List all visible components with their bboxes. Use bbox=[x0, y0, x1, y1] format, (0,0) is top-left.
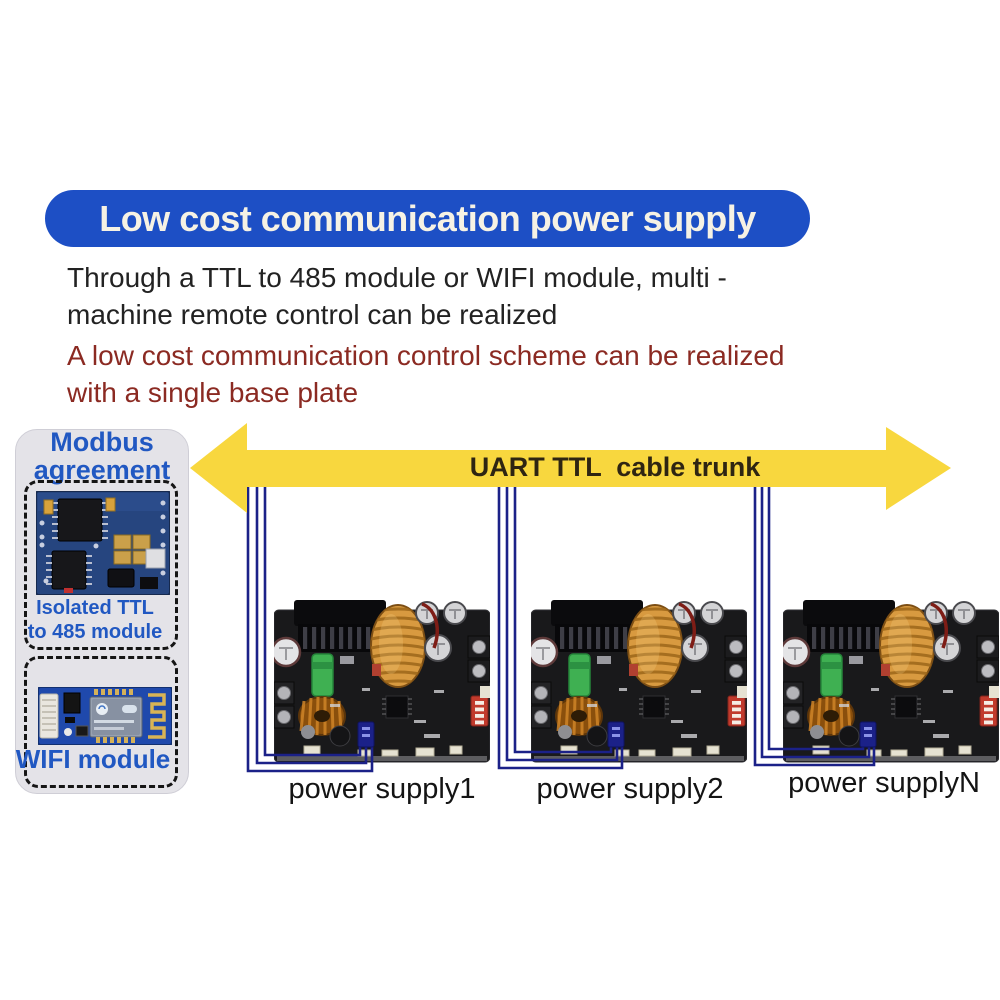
modbus-title-line-1: Modbus bbox=[50, 427, 154, 457]
modbus-title-line-2: agreement bbox=[33, 455, 171, 485]
modbus-panel: Modbus agreement bbox=[15, 428, 189, 794]
power-supply-1-label: power supply1 bbox=[288, 773, 476, 805]
wifi-module-image bbox=[38, 687, 172, 745]
intro-line-2: machine remote control can be realized bbox=[67, 299, 558, 330]
ttl485-module-image bbox=[36, 491, 170, 595]
uart-trunk-label: UART TTL cable trunk bbox=[469, 452, 761, 482]
power-supply-board-1 bbox=[274, 600, 490, 768]
ttl485-caption-line-1: Isolated TTL bbox=[36, 597, 154, 619]
intro-paragraph: Through a TTL to 485 module or WIFI modu… bbox=[67, 259, 887, 333]
wifi-module-frame bbox=[24, 656, 178, 788]
highlight-paragraph: A low cost communication control scheme … bbox=[67, 337, 887, 411]
title-banner: Low cost communication power supply bbox=[45, 190, 810, 247]
modbus-panel-title: Modbus agreement bbox=[16, 428, 188, 484]
page-title: Low cost communication power supply bbox=[99, 197, 756, 239]
ttl485-caption-line-2: to 485 module bbox=[27, 621, 163, 643]
highlight-line-1: A low cost communication control scheme … bbox=[67, 340, 785, 371]
power-supply-n-label: power supplyN bbox=[788, 767, 980, 799]
power-supply-2-label: power supply2 bbox=[536, 773, 724, 805]
ttl485-module-frame bbox=[24, 480, 178, 650]
power-supply-board-2 bbox=[531, 600, 747, 768]
ttl485-module-caption: Isolated TTL to 485 module bbox=[15, 596, 175, 644]
intro-line-1: Through a TTL to 485 module or WIFI modu… bbox=[67, 262, 727, 293]
highlight-line-2: with a single base plate bbox=[67, 377, 359, 408]
power-supply-board-n bbox=[783, 600, 999, 768]
wifi-module-caption: WIFI module bbox=[15, 744, 171, 774]
